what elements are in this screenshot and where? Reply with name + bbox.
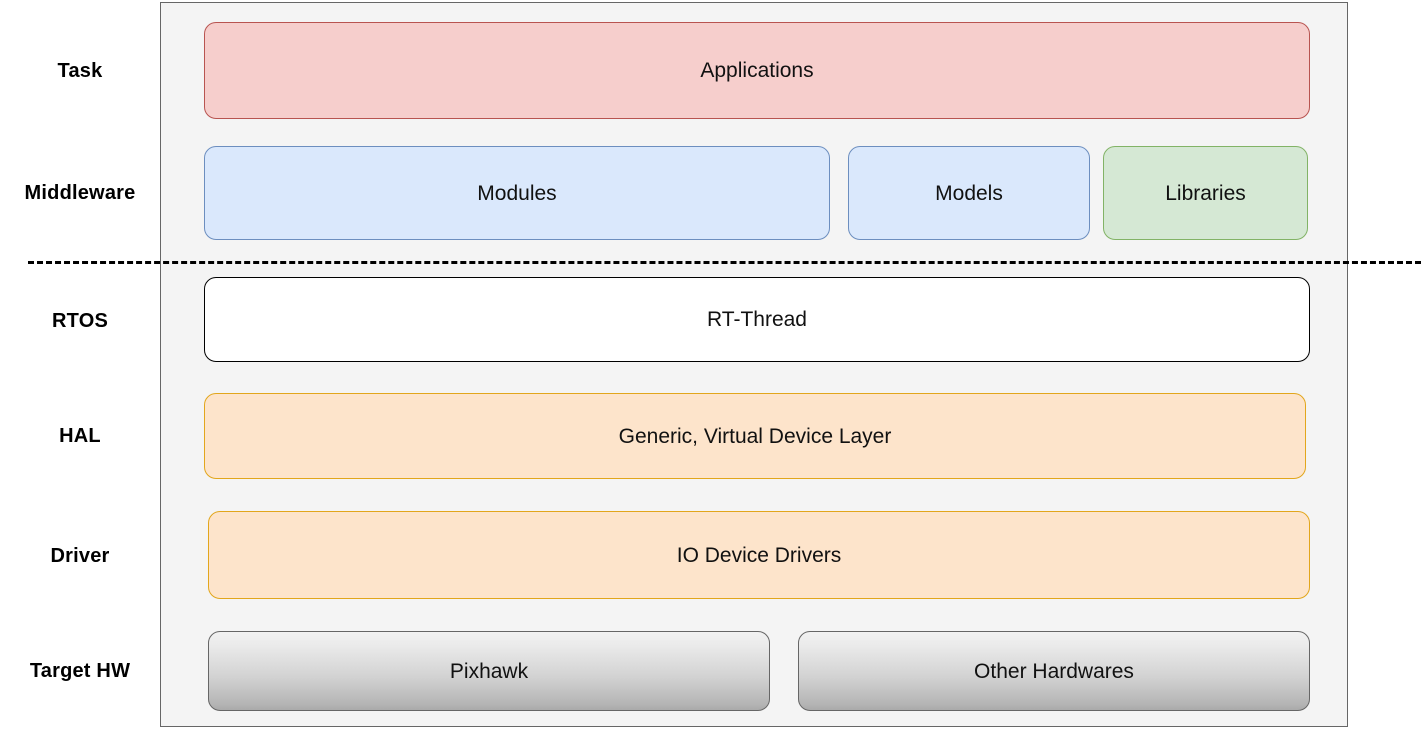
- block-io-device-drivers-label: IO Device Drivers: [676, 543, 842, 567]
- layer-label-rtos: RTOS: [52, 310, 108, 332]
- block-pixhawk[interactable]: Pixhawk: [208, 631, 770, 711]
- block-rt-thread-label: RT-Thread: [707, 308, 807, 331]
- block-libraries-label: Libraries: [1165, 181, 1246, 205]
- block-other-hardwares-label: Other Hardwares: [974, 659, 1134, 683]
- stack-panel: [160, 2, 1348, 727]
- block-generic-virtual-device-layer[interactable]: Generic, Virtual Device Layer: [204, 393, 1306, 479]
- block-models-label: Models: [935, 181, 1003, 205]
- block-applications-label: Applications: [700, 59, 814, 82]
- block-other-hardwares[interactable]: Other Hardwares: [798, 631, 1310, 711]
- software-hardware-divider: [28, 261, 1421, 264]
- block-rt-thread[interactable]: RT-Thread: [204, 277, 1310, 362]
- block-libraries[interactable]: Libraries: [1103, 146, 1308, 240]
- block-modules[interactable]: Modules: [204, 146, 830, 240]
- layer-label-task: Task: [57, 60, 103, 82]
- layer-label-driver: Driver: [50, 545, 110, 567]
- layer-label-middleware: Middleware: [24, 182, 136, 204]
- block-generic-virtual-device-layer-label: Generic, Virtual Device Layer: [618, 424, 892, 448]
- block-applications[interactable]: Applications: [204, 22, 1310, 119]
- block-models[interactable]: Models: [848, 146, 1090, 240]
- layer-label-hal: HAL: [59, 425, 101, 447]
- layer-label-target-hw: Target HW: [29, 660, 131, 682]
- block-io-device-drivers[interactable]: IO Device Drivers: [208, 511, 1310, 599]
- block-modules-label: Modules: [477, 181, 557, 205]
- block-pixhawk-label: Pixhawk: [449, 659, 529, 683]
